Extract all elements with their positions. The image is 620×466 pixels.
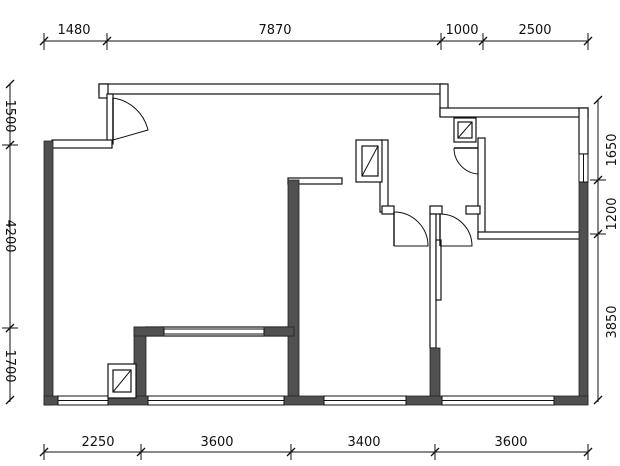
dim-right-1: 1650	[605, 133, 620, 166]
door-bath-upper	[453, 147, 479, 175]
duct-shaft-lower-left	[107, 363, 137, 399]
lower-left-room-top	[133, 326, 165, 337]
fixtures	[107, 117, 477, 399]
window-interior	[163, 328, 265, 335]
thin-walls	[51, 83, 589, 349]
windows	[57, 153, 589, 406]
dim-bottom-2: 3600	[200, 435, 233, 450]
door-entry	[112, 97, 149, 141]
window-bottom-3	[323, 395, 407, 406]
dim-bottom-4: 3600	[494, 435, 527, 450]
dim-left-1: 1500	[2, 99, 17, 132]
dim-top-1: 1480	[57, 23, 90, 38]
dimension-chain-top: 1480 7870 1000 2500	[39, 23, 593, 50]
window-bottom-2	[147, 395, 285, 406]
dim-bottom-1: 2250	[81, 435, 114, 450]
dimension-chain-left: 1500 4200 1700	[2, 79, 18, 405]
dim-bottom-3: 3400	[347, 435, 380, 450]
left-exterior-wall	[43, 140, 54, 406]
dim-right-3: 3850	[605, 305, 620, 338]
dim-top-3: 1000	[445, 23, 478, 38]
door-center-right	[439, 213, 473, 247]
dim-left-3: 1700	[2, 349, 17, 382]
dimension-chain-bottom: 2250 3600 3400 3600	[39, 435, 593, 460]
duct-shaft-center	[355, 139, 383, 183]
central-wall	[287, 179, 300, 397]
lower-middle-wall	[429, 347, 441, 399]
window-right-upper	[578, 153, 589, 183]
doors	[112, 97, 479, 247]
duct-shaft-upper-right	[453, 117, 477, 143]
window-bottom-1	[57, 395, 109, 406]
lower-left-room-top-right	[263, 326, 295, 337]
dim-right-2: 1200	[605, 197, 620, 230]
door-center-left	[393, 211, 429, 247]
window-bottom-4	[441, 395, 555, 406]
dim-left-2: 4200	[2, 219, 17, 252]
right-exterior-wall	[578, 181, 589, 405]
dimension-chain-right: 1650 1200 3850	[590, 95, 620, 405]
dim-top-4: 2500	[518, 23, 551, 38]
dim-top-2: 7870	[258, 23, 291, 38]
